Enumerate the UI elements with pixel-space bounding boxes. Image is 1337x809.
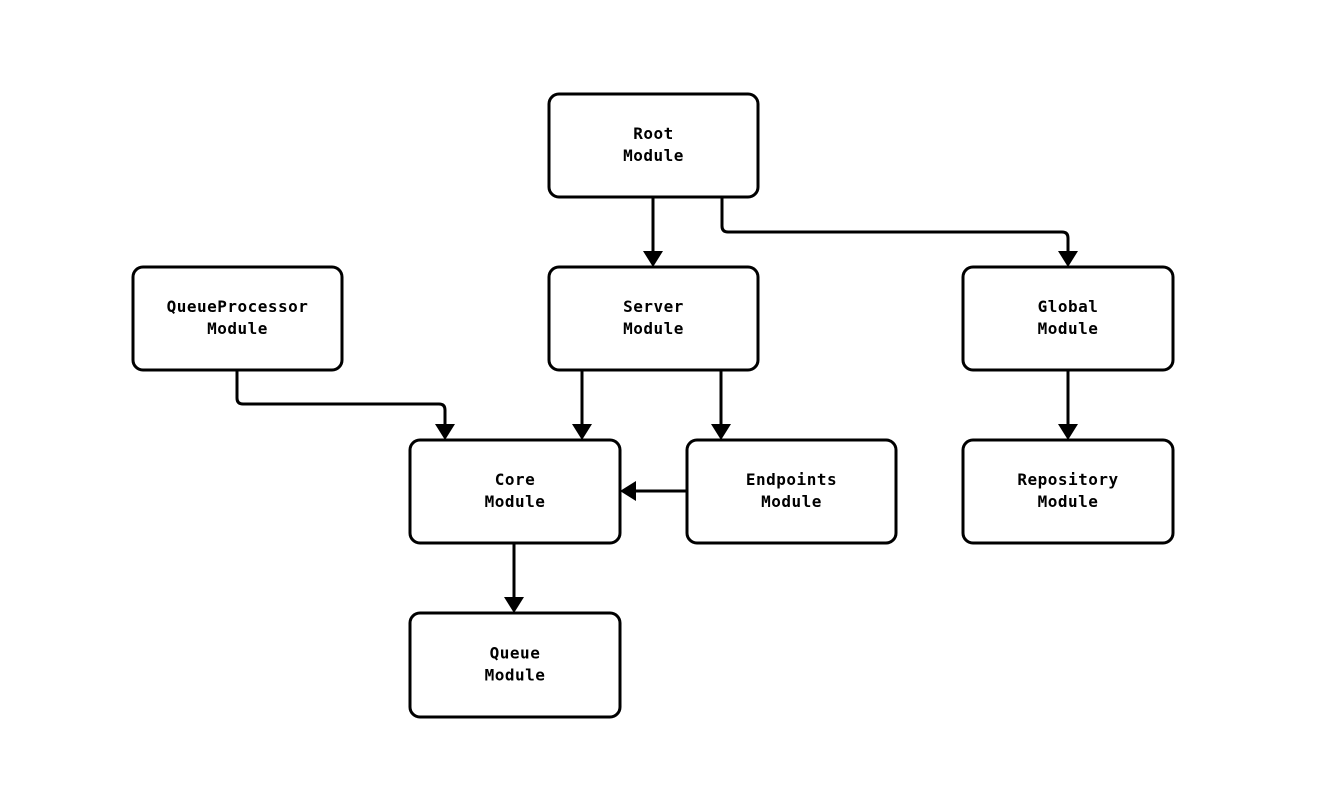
core-module-node-label-line2: Module [485, 492, 546, 511]
repository-module-node-rect[interactable] [961, 438, 1175, 545]
edge-core-to-queue-arrowhead-icon [504, 597, 524, 613]
edge-root-to-global-line [720, 197, 1070, 251]
global-module-node-rect[interactable] [961, 265, 1175, 372]
server-module-node-rect[interactable] [547, 265, 760, 372]
queueprocessor-module-node-label-line2: Module [207, 319, 268, 338]
edge-root-to-server-arrowhead-icon [643, 251, 663, 267]
core-module-node-label-line1: Core [495, 470, 536, 489]
server-module-node-label-line2: Module [623, 319, 684, 338]
root-module-node-label-line2: Module [623, 146, 684, 165]
edge-endpoints-to-core-arrowhead-icon [620, 481, 636, 501]
edge-server-to-core-arrowhead-icon [572, 424, 592, 440]
edge-root-to-server [643, 197, 663, 267]
root-module-node-label-line1: Root [633, 124, 674, 143]
core-module-node-rect[interactable] [408, 438, 622, 545]
global-module-node-label-line2: Module [1038, 319, 1099, 338]
server-module-node-label-line1: Server [623, 297, 684, 316]
queue-module-node-rect[interactable] [408, 611, 622, 719]
edge-server-to-core [572, 370, 592, 440]
endpoints-module-node-label-line1: Endpoints [746, 470, 837, 489]
global-module-node-label-line1: Global [1038, 297, 1099, 316]
edge-global-to-repository-arrowhead-icon [1058, 424, 1078, 440]
endpoints-module-node-rect[interactable] [685, 438, 898, 545]
repository-module-node-label-line2: Module [1038, 492, 1099, 511]
edge-queueprocessor-to-core-arrowhead-icon [435, 424, 455, 440]
edge-global-to-repository [1058, 370, 1078, 440]
edges-layer [235, 197, 1078, 613]
edge-endpoints-to-core [620, 481, 687, 501]
edge-root-to-global [720, 197, 1078, 267]
repository-module-node-label-line1: Repository [1017, 470, 1118, 489]
edge-server-to-endpoints-arrowhead-icon [711, 424, 731, 440]
queueprocessor-module-node-label-line1: QueueProcessor [167, 297, 309, 316]
queueprocessor-module-node-rect[interactable] [131, 265, 344, 372]
queue-module-node-label-line2: Module [485, 666, 546, 685]
edge-core-to-queue [504, 543, 524, 613]
edge-server-to-endpoints [711, 370, 731, 440]
edge-queueprocessor-to-core-line [235, 370, 447, 424]
edge-root-to-global-arrowhead-icon [1058, 251, 1078, 267]
root-module-node-rect[interactable] [547, 92, 760, 199]
queue-module-node-label-line1: Queue [490, 644, 541, 663]
endpoints-module-node-label-line2: Module [761, 492, 822, 511]
edge-queueprocessor-to-core [235, 370, 455, 440]
nodes-layer: RootModuleQueueProcessorModuleServerModu… [131, 92, 1175, 719]
